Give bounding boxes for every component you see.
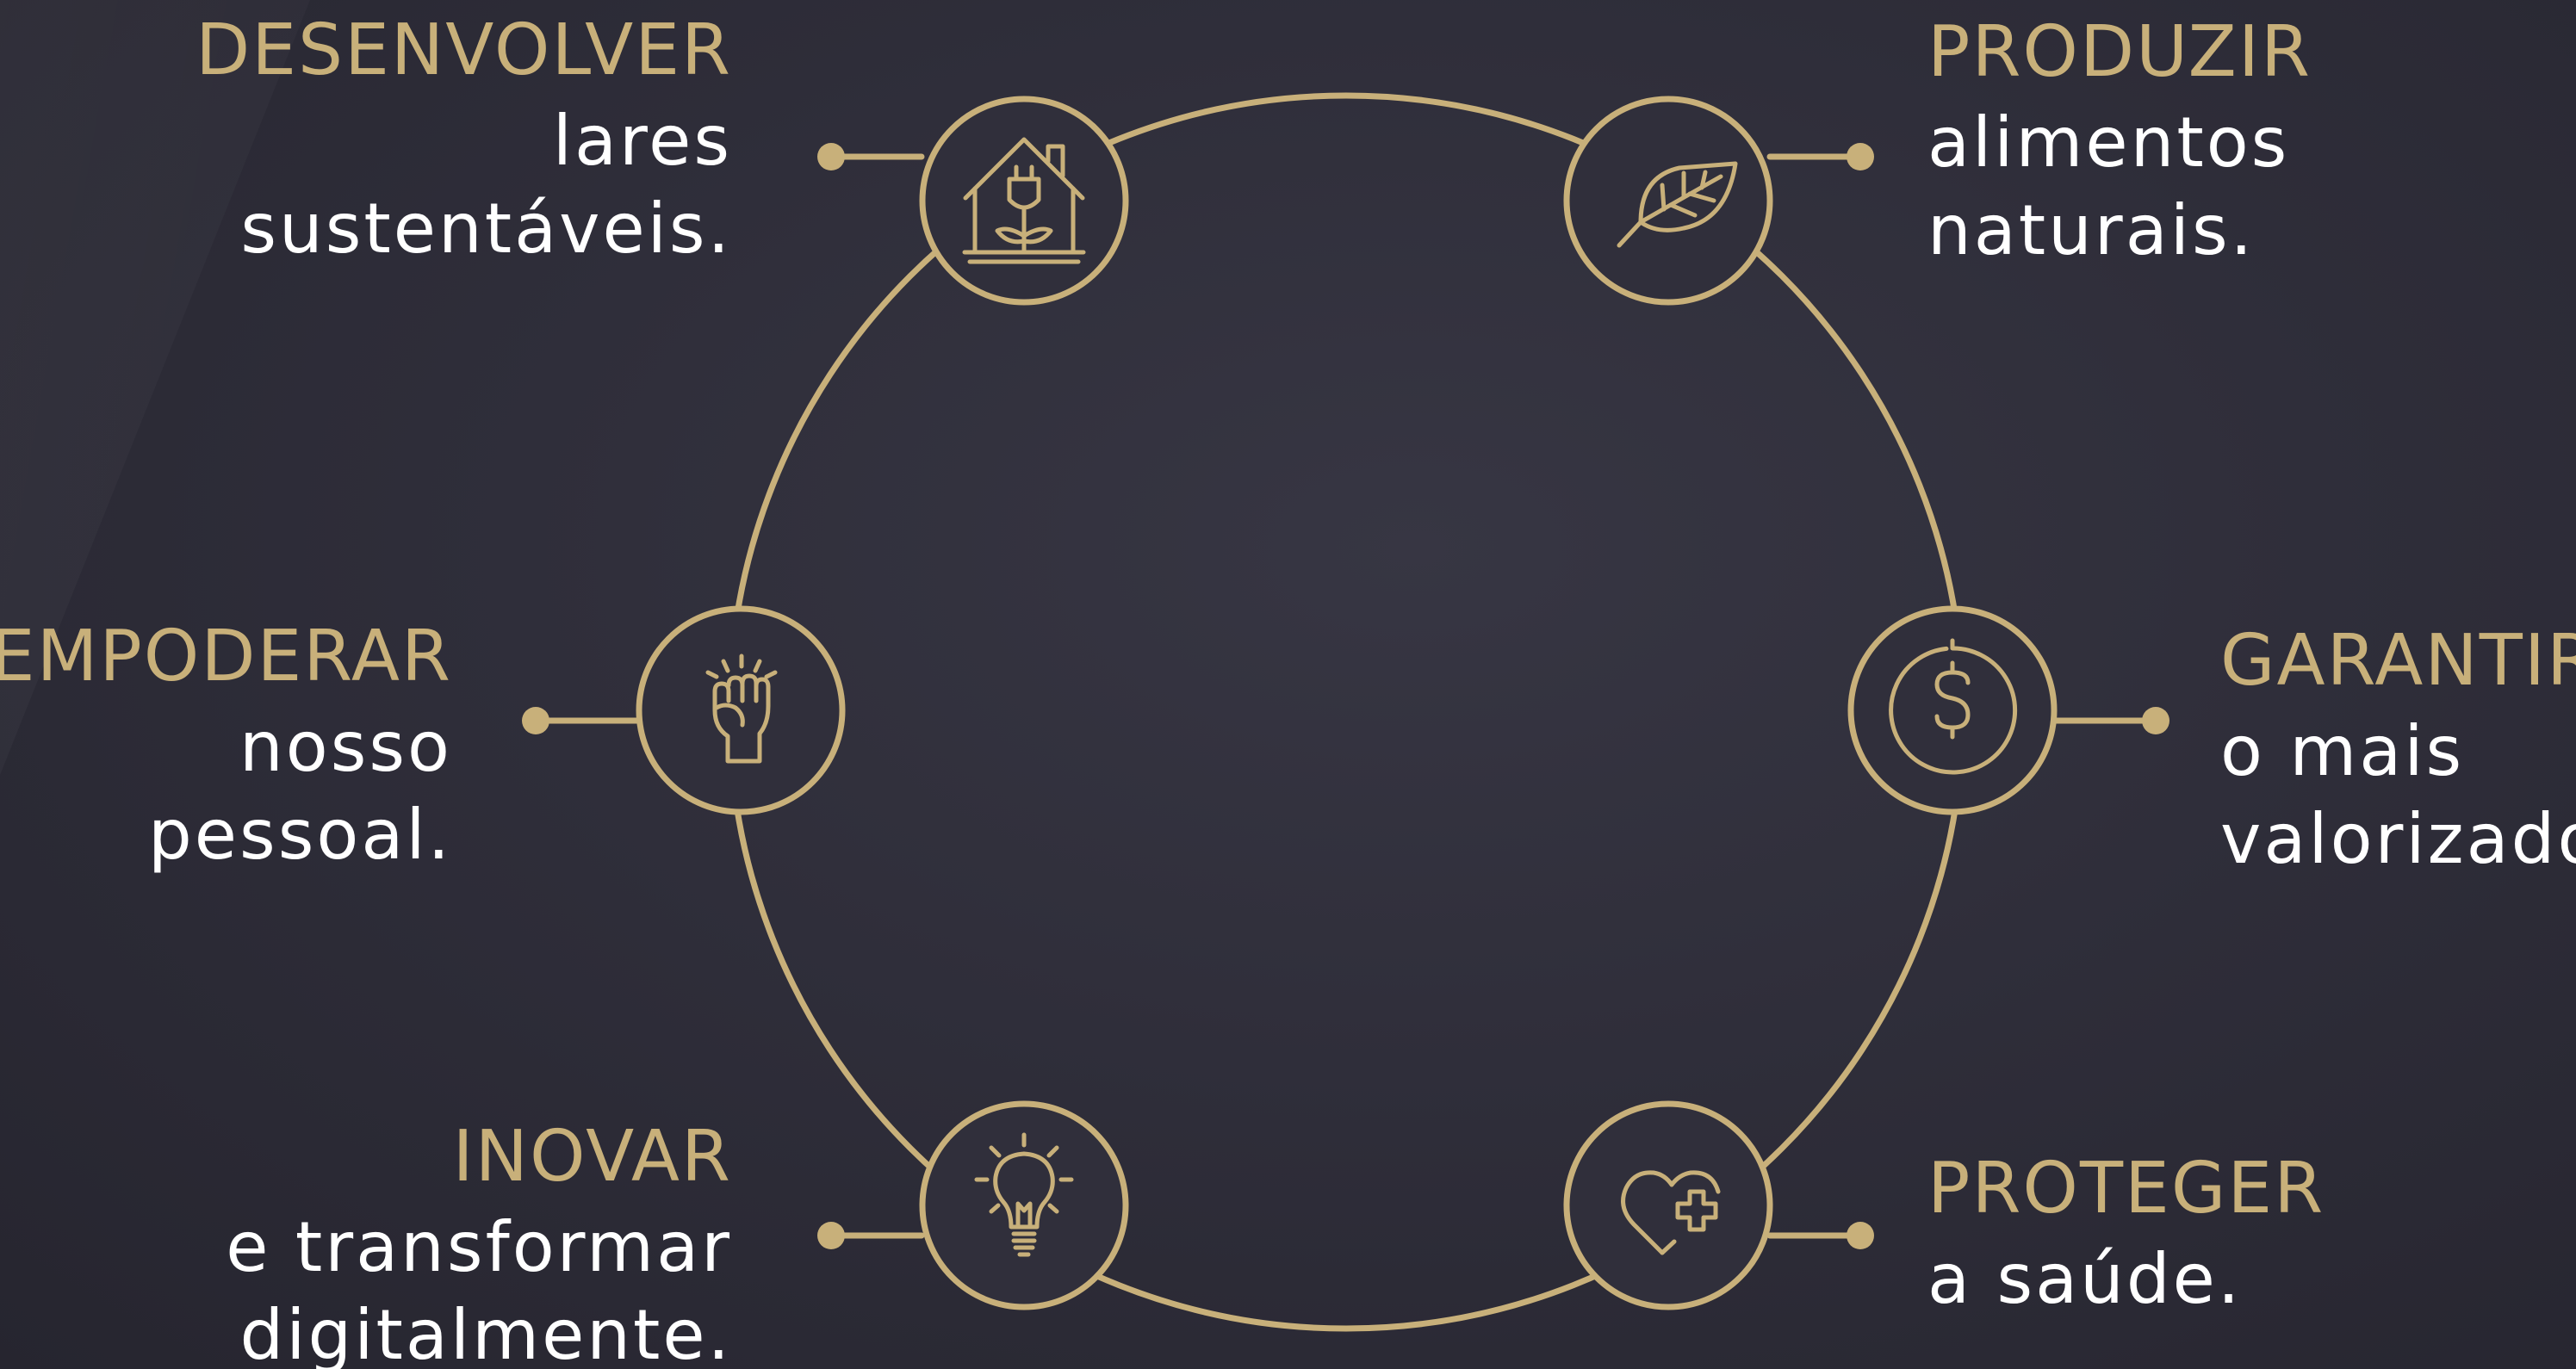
connector-empoderar	[522, 707, 641, 734]
subtitle-line: a saúde.	[1927, 1239, 2243, 1319]
title-inovar: INOVAR	[452, 1116, 732, 1198]
lightbulb-icon	[974, 1132, 1074, 1257]
leaf-icon	[1617, 161, 1738, 248]
title-empoderar: EMPODERAR	[0, 616, 452, 697]
label-produzir: PRODUZIR alimentos naturais.	[1927, 17, 2576, 284]
label-empoderar: EMPODERAR nosso pessoal.	[0, 622, 452, 889]
title-produzir: PRODUZIR	[1927, 11, 2312, 93]
node-empoderar	[636, 605, 846, 815]
title-proteger: PROTEGER	[1927, 1148, 2325, 1230]
title-desenvolver: DESENVOLVER	[196, 9, 732, 91]
subtitle-line: digitalmente.	[239, 1295, 732, 1369]
subtitle-line: valorizado.	[2220, 799, 2576, 879]
subtitle-line: naturais.	[1927, 190, 2256, 270]
dollar-coin-icon	[1889, 638, 2018, 775]
connector-garantir	[2051, 707, 2169, 734]
subtitle-line: o mais	[2220, 711, 2465, 791]
subtitle-line: pessoal.	[148, 795, 452, 875]
subtitle-line: alimentos	[1927, 102, 2290, 183]
title-garantir: GARANTIR	[2220, 620, 2576, 702]
connector-produzir	[1766, 143, 1874, 170]
label-inovar: INOVAR e transformar digitalmente.	[26, 1122, 732, 1369]
house-plug-icon	[962, 137, 1086, 264]
node-inovar	[919, 1100, 1129, 1310]
connector-desenvolver	[817, 143, 925, 170]
node-produzir	[1563, 96, 1773, 306]
node-proteger	[1563, 1100, 1773, 1310]
label-proteger: PROTEGER a saúde.	[1927, 1154, 2576, 1333]
node-desenvolver	[919, 96, 1129, 306]
subtitle-line: sustentáveis.	[240, 189, 732, 269]
connector-proteger	[1766, 1222, 1874, 1249]
node-garantir	[1847, 605, 2058, 815]
label-garantir: GARANTIR o mais valorizado.	[2220, 626, 2576, 893]
subtitle-line: nosso	[239, 707, 452, 787]
heart-plus-icon	[1621, 1170, 1721, 1255]
main-ring	[726, 92, 1966, 1332]
subtitle-line: lares	[552, 101, 732, 181]
label-desenvolver: DESENVOLVER lares sustentáveis.	[26, 15, 732, 282]
subtitle-line: e transformar	[226, 1207, 732, 1287]
connector-inovar	[817, 1222, 925, 1249]
raised-fist-icon	[705, 654, 778, 764]
